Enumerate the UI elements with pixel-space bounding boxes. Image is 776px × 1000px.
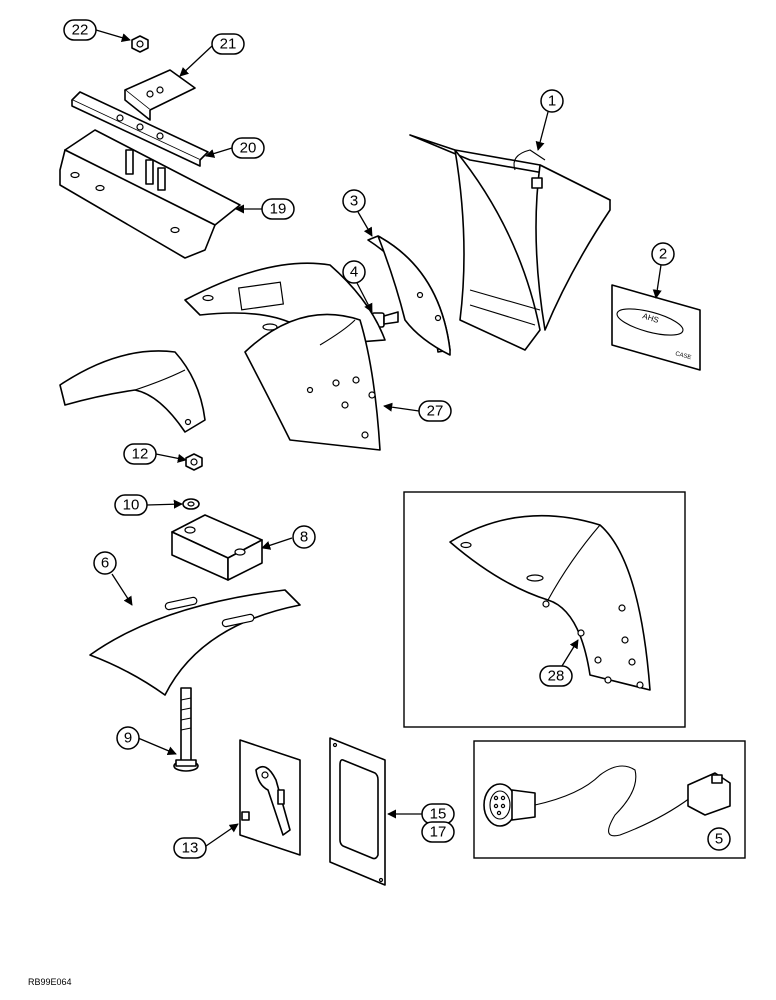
part-2-decal: AHS CASE	[611, 284, 701, 371]
part-13-sheet	[239, 739, 301, 856]
svg-text:9: 9	[124, 730, 132, 747]
part-6-plate	[89, 589, 301, 696]
svg-text:27: 27	[427, 403, 444, 420]
part-9-bolt	[173, 687, 199, 772]
svg-text:13: 13	[182, 840, 199, 857]
figure-code: RB99E064	[28, 977, 72, 987]
callout-3: 3	[342, 189, 373, 237]
callout-2: 2	[651, 242, 675, 299]
svg-text:6: 6	[101, 555, 109, 572]
part-1-fender-assembly	[409, 134, 611, 351]
svg-text:28: 28	[548, 668, 565, 685]
callout-28: 28	[539, 639, 579, 687]
callout-10: 10	[114, 494, 183, 516]
part-8-block	[171, 514, 263, 581]
callout-6: 6	[93, 551, 133, 606]
svg-text:20: 20	[240, 140, 257, 157]
callout-17: 17	[421, 821, 455, 843]
part-3-panel	[367, 235, 451, 356]
part-27-fender	[184, 262, 386, 451]
callout-12: 12	[123, 443, 187, 465]
part-12-nut	[185, 453, 203, 471]
callout-15: 15	[387, 803, 455, 825]
svg-text:10: 10	[123, 497, 140, 514]
svg-text:15: 15	[430, 806, 447, 823]
callout-20: 20	[205, 137, 265, 159]
callout-1: 1	[535, 89, 564, 151]
callout-19: 19	[235, 198, 295, 220]
callout-22: 22	[63, 19, 131, 43]
inset-box-28	[403, 491, 686, 728]
svg-text:5: 5	[715, 831, 723, 848]
svg-text:22: 22	[72, 22, 89, 39]
svg-text:19: 19	[270, 201, 287, 218]
svg-text:12: 12	[132, 446, 149, 463]
svg-text:21: 21	[220, 36, 237, 53]
part-28-fender	[449, 514, 651, 691]
callout-21: 21	[179, 33, 245, 77]
callout-13: 13	[173, 823, 239, 859]
part-19-bracket	[59, 129, 241, 259]
callout-8: 8	[261, 525, 316, 550]
callout-27: 27	[383, 400, 452, 422]
part-small-fender	[59, 350, 206, 433]
svg-text:4: 4	[350, 264, 358, 281]
part-5-harness	[483, 765, 731, 837]
callout-4: 4	[342, 260, 373, 313]
svg-text:1: 1	[548, 93, 556, 110]
part-21-plate	[124, 69, 196, 121]
part-20-strip	[71, 91, 209, 167]
decal-brand-text: CASE	[674, 351, 691, 361]
callout-5: 5	[707, 827, 731, 851]
callout-9: 9	[116, 726, 177, 756]
svg-text:3: 3	[350, 193, 358, 210]
part-22-nut	[131, 35, 149, 53]
svg-text:8: 8	[300, 529, 308, 546]
svg-text:17: 17	[430, 824, 447, 841]
part-15-17-gasket	[329, 737, 386, 886]
part-10-washer	[182, 498, 200, 510]
inset-box-5	[473, 740, 746, 859]
svg-text:2: 2	[659, 246, 667, 263]
